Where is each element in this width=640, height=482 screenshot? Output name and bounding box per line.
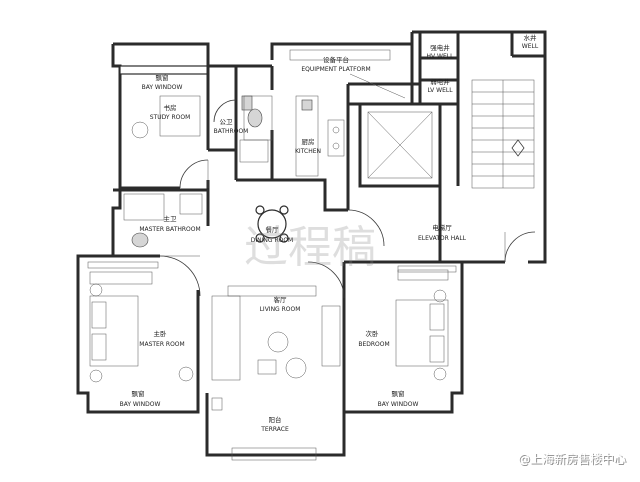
- water-well-label-cn: 水井: [524, 33, 538, 42]
- inner-walls: [113, 32, 545, 393]
- terrace-label-cn: 阳台: [269, 415, 282, 424]
- hv-well-label-en: HV WELL: [427, 53, 455, 60]
- draft-watermark: 过程稿: [244, 222, 376, 273]
- water-well-label-en: WELL: [522, 43, 539, 50]
- door-swings: [159, 99, 536, 299]
- room-labels: 设备平台 EQUIPMENT PLATFORM 强电井 HV WELL 弱电井 …: [120, 33, 539, 433]
- public-bathroom-label-en: BATHROOM: [214, 128, 249, 135]
- lv-well-label-en: LV WELL: [427, 87, 453, 94]
- equipment-platform-label-cn: 设备平台: [323, 55, 349, 64]
- fixtures: [87, 49, 457, 461]
- credit-text-shadow: @上海新房售楼中心: [519, 452, 627, 467]
- kitchen-label-cn: 厨房: [302, 137, 315, 146]
- dining-room-label-cn: 餐厅: [266, 225, 280, 234]
- bay-window-top-label-cn: 飘窗: [156, 73, 169, 82]
- equipment-platform-label-en: EQUIPMENT PLATFORM: [301, 66, 370, 73]
- bay-window-top-label-en: BAY WINDOW: [142, 84, 183, 91]
- elevator-shaft: [367, 111, 433, 179]
- living-room-label-cn: 客厅: [274, 295, 288, 304]
- hv-well-label-cn: 强电井: [430, 43, 450, 52]
- terrace-label-en: TERRACE: [260, 426, 289, 433]
- bay-window-right-label-cn: 飘窗: [392, 389, 405, 398]
- staircase: [471, 79, 535, 189]
- lv-well-label-cn: 弱电井: [430, 77, 450, 86]
- elevator-hall-label-en: ELEVATOR HALL: [418, 235, 467, 242]
- master-bathroom-label-en: MASTER BATHROOM: [139, 226, 200, 233]
- master-room-label-en: MASTER ROOM: [139, 341, 184, 348]
- credit-text: @上海新房售楼中心: [518, 451, 626, 466]
- dining-room-label-en: DINING ROOM: [251, 237, 293, 244]
- kitchen-label-en: KITCHEN: [295, 148, 321, 155]
- public-bathroom-label-cn: 公卫: [220, 118, 234, 126]
- outer-walls: [76, 30, 547, 457]
- bay-window-right-label-en: BAY WINDOW: [378, 401, 419, 408]
- master-room-label-cn: 主卧: [154, 329, 168, 338]
- study-room-label-cn: 书房: [164, 103, 177, 112]
- bedroom-label-cn: 次卧: [366, 329, 380, 338]
- elevator-hall-label-cn: 电梯厅: [432, 223, 452, 232]
- living-room-label-en: LIVING ROOM: [260, 306, 301, 313]
- bay-window-left-label-en: BAY WINDOW: [120, 401, 161, 408]
- bay-window-left-label-cn: 飘窗: [132, 389, 145, 398]
- bedroom-label-en: BEDROOM: [358, 341, 389, 348]
- master-bathroom-label-cn: 主卫: [164, 214, 178, 223]
- study-room-label-en: STUDY ROOM: [150, 114, 191, 121]
